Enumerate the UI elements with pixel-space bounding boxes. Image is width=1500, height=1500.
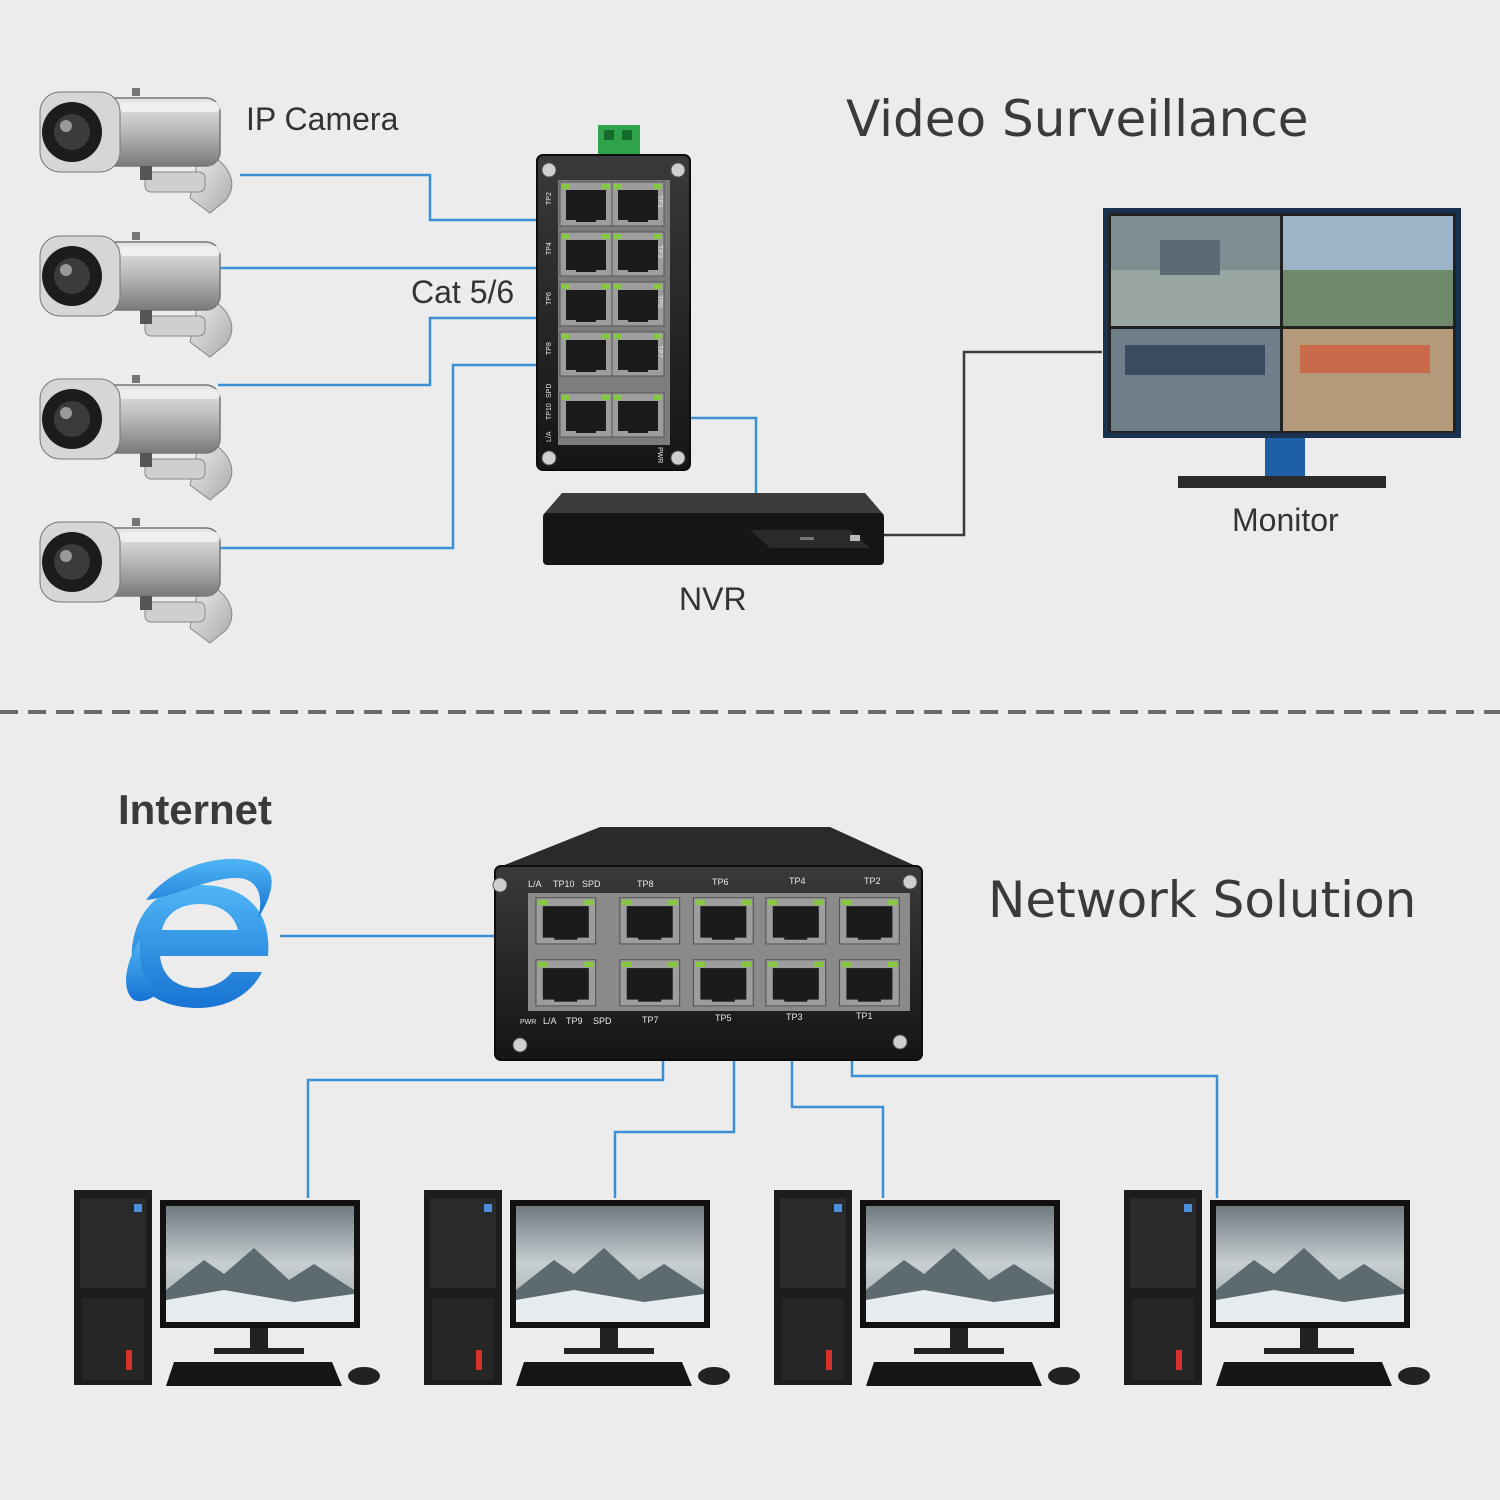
cable-pc-4 (850, 1058, 1219, 1198)
switch-port-label: TP7 (642, 1015, 659, 1025)
monitor-icon (1103, 208, 1461, 488)
switch-port-label: SPD (582, 879, 601, 889)
switch-port-label: PWR (656, 447, 663, 463)
switch-port-label: TP7 (656, 345, 663, 358)
cable-camera-1 (240, 173, 540, 222)
section-title-network-solution: Network Solution (988, 871, 1416, 929)
switch-port-label: L/A (528, 879, 542, 889)
switch-port-label: TP8 (546, 342, 553, 355)
switch-port-label: L/A (543, 1016, 557, 1026)
switch-port-label: TP10 (546, 403, 553, 420)
switch-port-label: TP6 (712, 877, 729, 887)
ip-camera-label: IP Camera (246, 101, 399, 137)
desktop-computer-icon (424, 1190, 730, 1386)
switch-port-label: PWR (520, 1019, 536, 1026)
switch-port-label: TP5 (656, 295, 663, 308)
monitor-label: Monitor (1232, 502, 1339, 538)
cable-switch-nvr (690, 416, 758, 493)
switch-port-label: TP2 (546, 192, 553, 205)
switch-port-label: TP6 (546, 292, 553, 305)
switch-port-label: L/A (546, 431, 553, 442)
network-switch-icon: L/A TP10 SPD TP8 TP6 TP4 TP2 PWR L/A TP9… (492, 827, 923, 1061)
switch-port-label: TP1 (656, 195, 663, 208)
switch-port-label: TP2 (864, 876, 881, 886)
network-switch-icon: TP2 TP4 TP6 TP8 TP10 TP1 TP3 TP5 TP7 SPD… (536, 125, 691, 471)
desktop-computer-icon (774, 1190, 1080, 1386)
cable-pc-1 (306, 1058, 665, 1198)
cable-camera-4 (218, 363, 540, 550)
ethernet-cables (280, 934, 1219, 1198)
bottom-section: Internet Network Solution (74, 786, 1430, 1386)
switch-port-label: SPD (593, 1016, 612, 1026)
switch-port-label: TP4 (789, 876, 806, 886)
section-title-video-surveillance: Video Surveillance (846, 90, 1309, 148)
switch-port-label: SPD (546, 384, 553, 398)
switch-port-label: TP1 (856, 1011, 873, 1021)
cat5-cables (218, 173, 758, 550)
switch-port-label: TP3 (656, 245, 663, 258)
top-section: TP2 TP4 TP6 TP8 TP10 TP1 TP3 TP5 TP7 SPD… (39, 87, 1461, 644)
desktop-computer-icon (1124, 1190, 1430, 1386)
cable-camera-3 (218, 316, 540, 387)
switch-port-label: TP9 (566, 1016, 583, 1026)
switch-port-label: TP8 (637, 879, 654, 889)
cable-pc-2 (613, 1058, 736, 1198)
nvr-icon (543, 493, 884, 565)
cable-nvr-monitor (884, 350, 1102, 537)
internet-label: Internet (118, 786, 272, 833)
desktop-computer-icon (74, 1190, 380, 1386)
cable-pc-3 (790, 1058, 885, 1198)
cable-label: Cat 5/6 (411, 274, 514, 310)
ip-camera-icon (39, 231, 233, 358)
switch-port-label: TP3 (786, 1012, 803, 1022)
switch-port-label: TP4 (546, 242, 553, 255)
ip-camera-icon (39, 517, 233, 644)
switch-port-label: TP10 (553, 879, 575, 889)
ip-camera-icon (39, 374, 233, 501)
switch-port-label: TP5 (715, 1013, 732, 1023)
internet-explorer-icon (126, 858, 272, 1008)
ip-camera-icon (39, 87, 233, 214)
nvr-label: NVR (679, 581, 747, 617)
